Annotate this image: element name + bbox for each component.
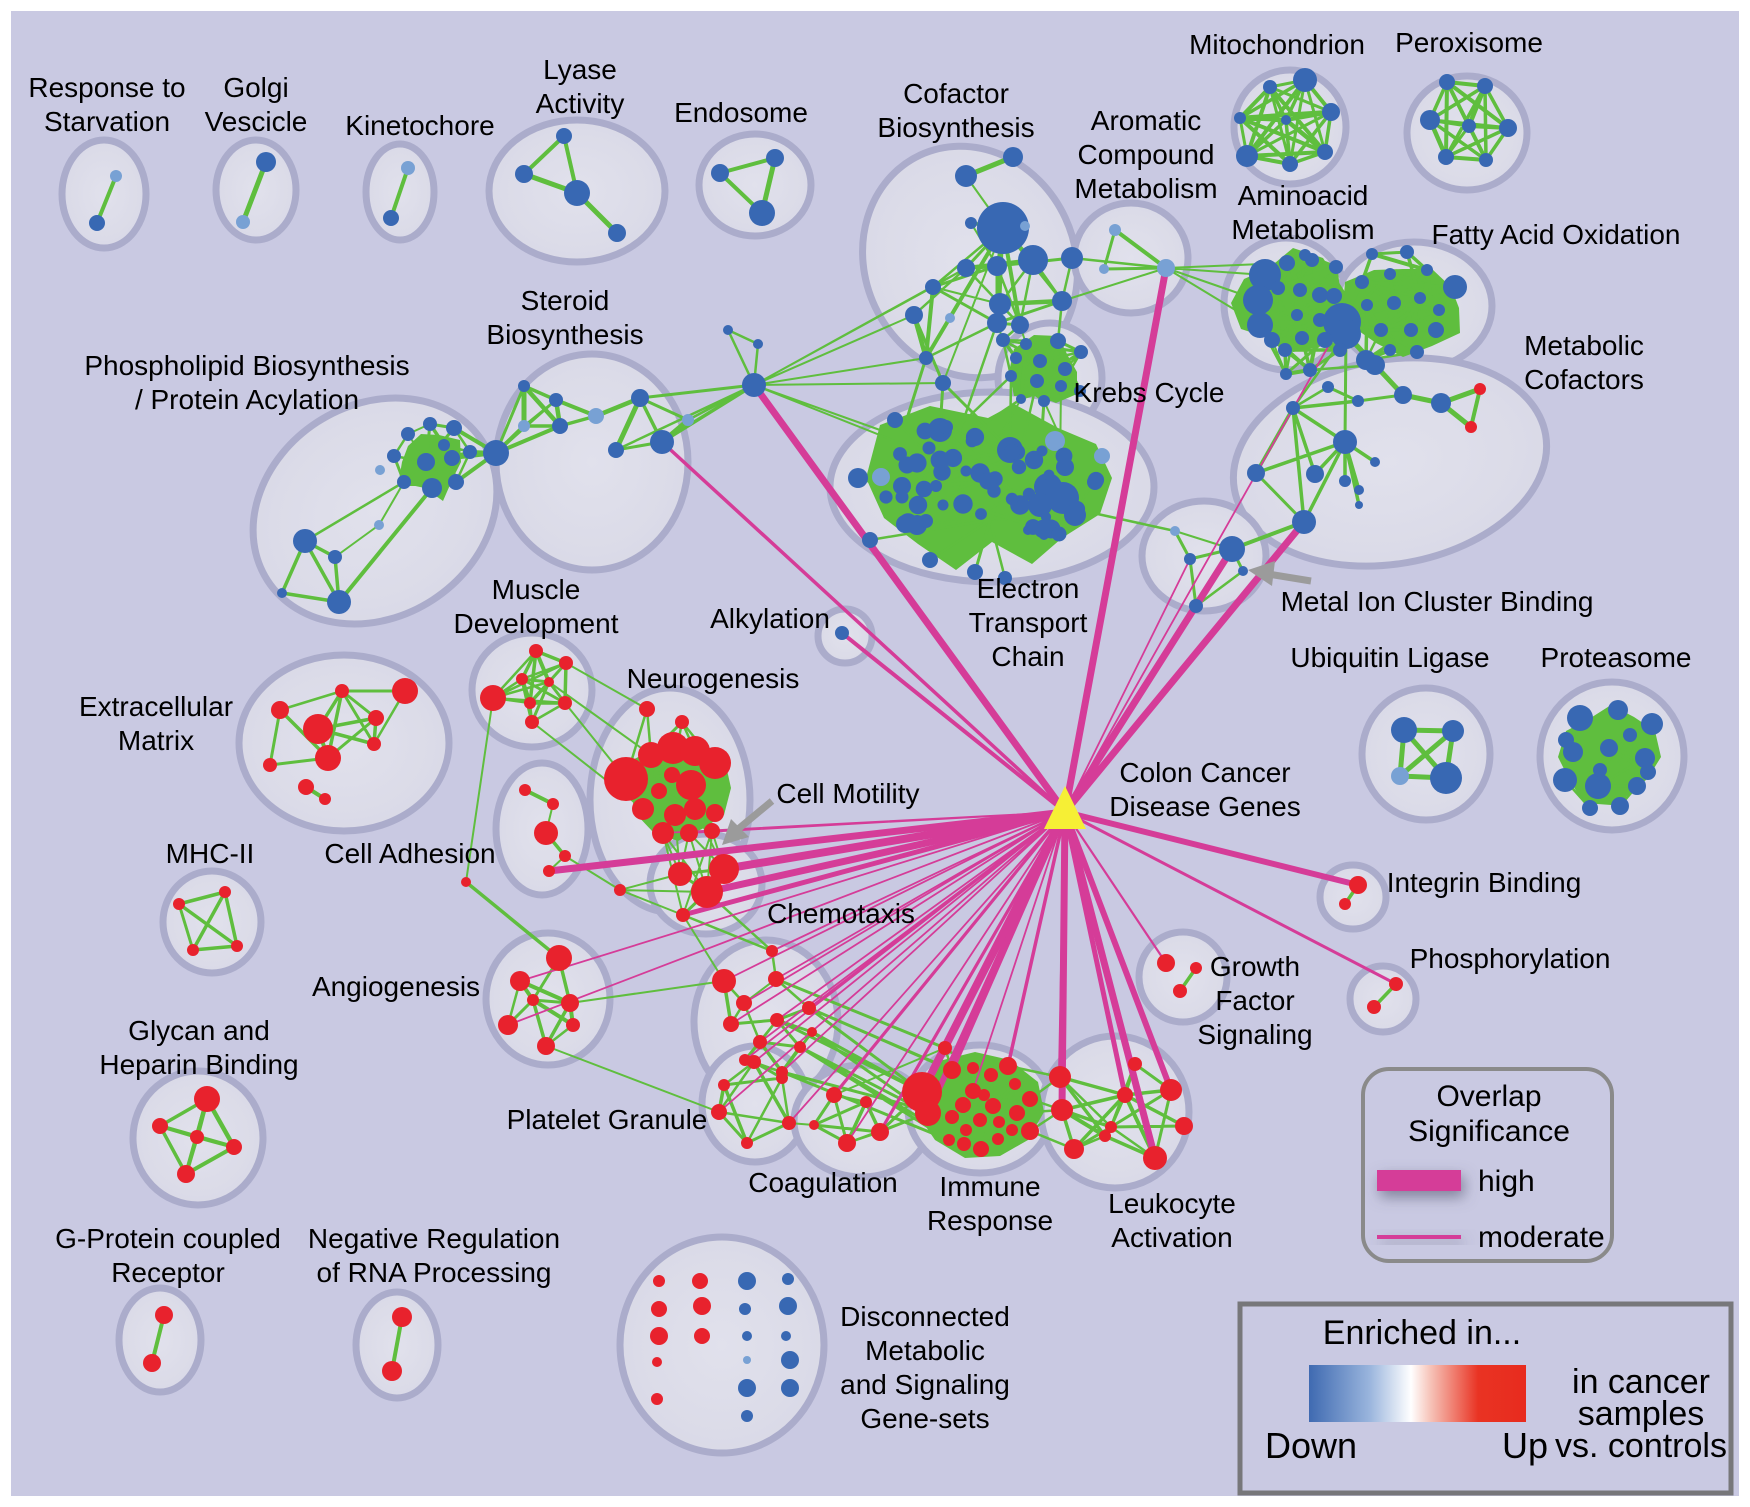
svg-text:Immune: Immune (939, 1171, 1040, 1202)
svg-text:Starvation: Starvation (44, 106, 170, 137)
svg-text:Lyase: Lyase (543, 54, 617, 85)
svg-text:Steroid: Steroid (521, 285, 610, 316)
svg-text:high: high (1478, 1165, 1535, 1198)
svg-text:Endosome: Endosome (674, 97, 808, 128)
svg-text:moderate: moderate (1478, 1221, 1605, 1254)
svg-text:Activation: Activation (1111, 1222, 1232, 1253)
svg-text:Phospholipid Biosynthesis: Phospholipid Biosynthesis (84, 350, 409, 381)
svg-text:Factor: Factor (1215, 985, 1294, 1016)
svg-text:Metal Ion Cluster Binding: Metal Ion Cluster Binding (1281, 586, 1594, 617)
svg-text:Metabolism: Metabolism (1074, 173, 1217, 204)
svg-text:Signaling: Signaling (1197, 1019, 1312, 1050)
svg-text:in cancer: in cancer (1572, 1363, 1710, 1401)
svg-text:Response: Response (927, 1205, 1053, 1236)
svg-text:Platelet Granule: Platelet Granule (507, 1104, 708, 1135)
svg-text:Cofactors: Cofactors (1524, 364, 1644, 395)
svg-text:Extracellular: Extracellular (79, 691, 233, 722)
svg-text:Peroxisome: Peroxisome (1395, 27, 1543, 58)
svg-text:Neurogenesis: Neurogenesis (627, 663, 800, 694)
svg-text:Cofactor: Cofactor (903, 78, 1009, 109)
svg-text:Down: Down (1265, 1425, 1357, 1466)
svg-text:Muscle: Muscle (492, 574, 581, 605)
svg-text:Response to: Response to (28, 72, 185, 103)
svg-text:Biosynthesis: Biosynthesis (486, 319, 643, 350)
svg-text:Chain: Chain (991, 641, 1064, 672)
svg-text:Electron: Electron (977, 573, 1080, 604)
svg-text:Krebs Cycle: Krebs Cycle (1074, 377, 1225, 408)
svg-text:Matrix: Matrix (118, 725, 194, 756)
svg-text:Negative Regulation: Negative Regulation (308, 1223, 560, 1254)
svg-text:Colon Cancer: Colon Cancer (1119, 757, 1290, 788)
svg-text:Gene-sets: Gene-sets (860, 1403, 989, 1434)
svg-text:Coagulation: Coagulation (748, 1167, 897, 1198)
svg-text:Cell Motility: Cell Motility (776, 778, 919, 809)
svg-text:Leukocyte: Leukocyte (1108, 1188, 1236, 1219)
svg-text:Activity: Activity (536, 88, 625, 119)
svg-text:Proteasome: Proteasome (1541, 642, 1692, 673)
svg-text:Overlap: Overlap (1436, 1080, 1541, 1113)
svg-text:Transport: Transport (969, 607, 1088, 638)
svg-text:Metabolic: Metabolic (865, 1335, 985, 1366)
svg-text:vs. controls: vs. controls (1555, 1427, 1727, 1465)
svg-text:Heparin Binding: Heparin Binding (99, 1049, 298, 1080)
svg-text:Up: Up (1502, 1425, 1548, 1466)
svg-text:Metabolic: Metabolic (1524, 330, 1644, 361)
svg-text:G-Protein coupled: G-Protein coupled (55, 1223, 281, 1254)
svg-text:Disconnected: Disconnected (840, 1301, 1010, 1332)
svg-text:Ubiquitin Ligase: Ubiquitin Ligase (1290, 642, 1489, 673)
svg-text:Development: Development (454, 608, 619, 639)
svg-text:samples: samples (1578, 1395, 1705, 1433)
svg-text:Angiogenesis: Angiogenesis (312, 971, 480, 1002)
svg-text:Alkylation: Alkylation (710, 603, 830, 634)
svg-text:of RNA Processing: of RNA Processing (317, 1257, 552, 1288)
svg-text:Metabolism: Metabolism (1231, 214, 1374, 245)
svg-text:Compound: Compound (1078, 139, 1215, 170)
svg-text:Significance: Significance (1408, 1115, 1570, 1148)
svg-text:Vescicle: Vescicle (205, 106, 308, 137)
svg-text:Disease Genes: Disease Genes (1109, 791, 1300, 822)
svg-text:Phosphorylation: Phosphorylation (1410, 943, 1611, 974)
svg-text:Fatty Acid Oxidation: Fatty Acid Oxidation (1431, 219, 1680, 250)
svg-text:Growth: Growth (1210, 951, 1300, 982)
svg-text:and Signaling: and Signaling (840, 1369, 1010, 1400)
svg-text:Receptor: Receptor (111, 1257, 225, 1288)
svg-text:Enriched in...: Enriched in... (1323, 1314, 1521, 1352)
svg-text:Chemotaxis: Chemotaxis (767, 898, 915, 929)
svg-text:Kinetochore: Kinetochore (345, 110, 494, 141)
svg-text:Golgi: Golgi (223, 72, 288, 103)
svg-text:Integrin Binding: Integrin Binding (1387, 867, 1582, 898)
svg-text:MHC-II: MHC-II (166, 838, 255, 869)
svg-text:/ Protein Acylation: / Protein Acylation (135, 384, 359, 415)
svg-text:Biosynthesis: Biosynthesis (877, 112, 1034, 143)
svg-text:Aminoacid: Aminoacid (1238, 180, 1369, 211)
svg-text:Mitochondrion: Mitochondrion (1189, 29, 1365, 60)
svg-text:Glycan and: Glycan and (128, 1015, 270, 1046)
svg-text:Aromatic: Aromatic (1091, 105, 1201, 136)
svg-text:Cell Adhesion: Cell Adhesion (324, 838, 495, 869)
